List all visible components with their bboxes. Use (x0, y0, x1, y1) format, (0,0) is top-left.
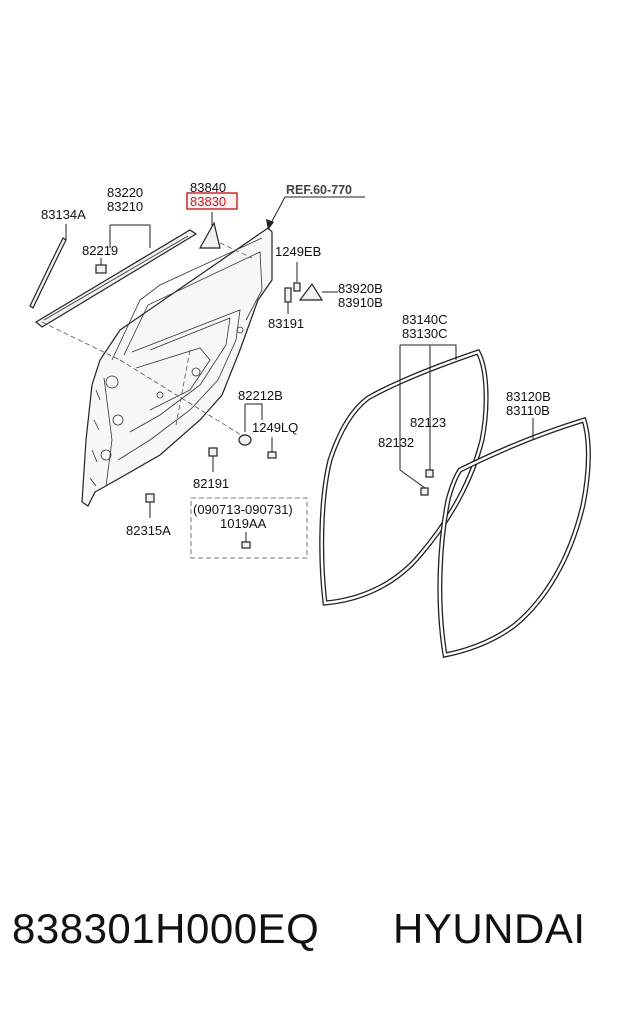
date-range-box (190, 497, 308, 559)
label-82191: 82191 (193, 476, 229, 491)
label-1249LQ: 1249LQ (252, 420, 298, 435)
clip-82219-part (95, 264, 107, 274)
label-83840: 83840 (190, 180, 226, 195)
label-83830-highlighted[interactable]: 83830 (190, 194, 226, 209)
fastener-82315A-part (145, 493, 155, 518)
label-ref-60-770: REF.60-770 (286, 183, 352, 197)
screw-82132-part (420, 487, 429, 496)
door-panel-part (81, 227, 273, 507)
label-83110B: 83110B (506, 403, 550, 418)
label-82132: 82132 (378, 435, 414, 450)
label-82212B: 82212B (238, 388, 283, 403)
label-date-range: (090713-090731) (193, 502, 293, 517)
screw-82123-part (425, 469, 434, 478)
bolt-1249LQ-part (267, 437, 277, 459)
belt-molding-inner (43, 235, 189, 321)
label-1249EB: 1249EB (275, 244, 321, 259)
bolt-1249EB-part (293, 262, 301, 292)
drip-molding-part (29, 237, 67, 309)
brand-text: HYUNDAI (393, 905, 586, 952)
part-number-text: 838301H000EQ (12, 905, 320, 952)
label-82123: 82123 (410, 415, 446, 430)
garnish-83920B-part (298, 282, 324, 301)
clip-82191-part (208, 447, 218, 472)
label-83134A: 83134A (41, 207, 86, 222)
label-82315A: 82315A (126, 523, 171, 538)
highlight-box-83830 (186, 192, 238, 210)
exploded-parts-diagram: 83840 83830 83220 83210 83134A 82219 REF… (29, 180, 591, 658)
label-83191: 83191 (268, 316, 304, 331)
delta-cover-part (198, 221, 221, 249)
label-1019AA: 1019AA (220, 516, 267, 531)
weatherstrip-body-side-part (437, 416, 591, 658)
label-83220: 83220 (107, 185, 143, 200)
label-83140C: 83140C (402, 312, 448, 327)
screw-1019AA-part (241, 532, 251, 549)
label-83910B: 83910B (338, 295, 383, 310)
footer-caption: 838301H000EQ HYUNDAI (0, 905, 620, 975)
label-82219: 82219 (82, 243, 118, 258)
weatherstrip-door-part (319, 348, 489, 606)
label-83130C: 83130C (402, 326, 448, 341)
label-83920B: 83920B (338, 281, 383, 296)
clip-83191-part (284, 287, 292, 314)
label-83210: 83210 (107, 199, 143, 214)
label-83120B: 83120B (506, 389, 551, 404)
grommet-82212B-part (238, 434, 252, 446)
